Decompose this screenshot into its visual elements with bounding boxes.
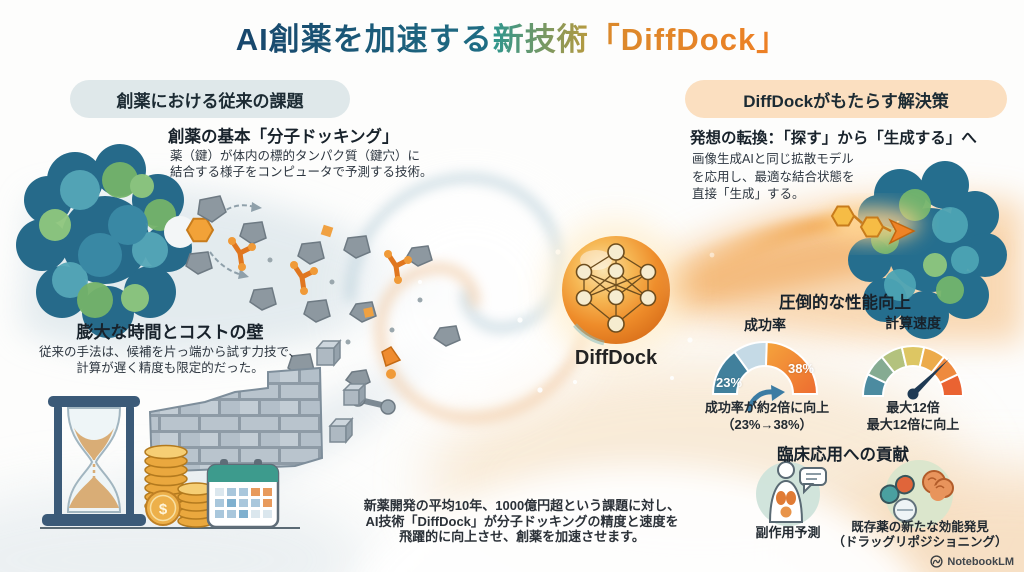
paradigm-body-line3: 直接「生成」する。 [692,187,805,201]
paradigm-heading: 発想の転換：「探す」から「生成する」へ [690,130,977,147]
cost-heading: 膨大な時間とコストの壁 [76,323,264,342]
success-before-value: 23% [715,375,743,390]
clinical-item2-line1: 既存薬の新たな効能発見 [851,520,989,534]
notebooklm-logo-icon [930,555,943,568]
flying-cubes [315,338,367,445]
coins-icon: $ [144,444,215,528]
clinical-item1-label: 副作用予測 [755,525,821,540]
success-caption-line1: 成功率が約2倍に向上 [704,400,830,415]
clinical-item2-label: 既存薬の新たな効能発見 （ドラッグリポジショニング） [815,520,1024,550]
docking-body-line1: 薬（鍵）が体内の標的タンパク質（鍵穴）に [170,149,421,163]
brick-wall-icon [148,338,367,474]
protein-right-icon [848,161,1007,339]
clinical-heading: 臨床応用への貢献 [777,446,909,464]
cost-body-line1: 従来の手法は、候補を片っ端から試す力技で、 [38,345,301,359]
success-rate-gauge [711,340,819,412]
paradigm-body-line1: 画像生成AIと同じ拡散モデル [692,152,854,166]
docking-body-line2: 結合する様子をコンピュータで予測する技術。 [170,165,433,179]
cost-body: 従来の手法は、候補を片っ端から試す力技で、 計算が遅く精度も限定的だった。 [15,344,325,376]
summary-text: 新薬開発の平均10年、1000億円超という課題に対し、 AI技術「DiffDoc… [330,498,714,545]
summary-line3: 飛躍的に向上させ、創薬を加速させます。 [399,529,645,544]
paradigm-body: 画像生成AIと同じ拡散モデル を応用し、最適な結合状態を 直接「生成」する。 [692,151,855,204]
drug-repositioning-icon [879,460,954,528]
protein-left-icon [16,144,196,338]
speed-gauge-label: 計算速度 [885,315,941,331]
molecule-fragments [185,195,461,415]
success-after-value: 38% [787,361,815,376]
success-gauge-label: 成功率 [744,317,786,333]
paradigm-body-line2: を応用し、最適な結合状態を [692,169,855,184]
brand-name: NotebookLM [947,555,1014,568]
calendar-icon [206,459,280,529]
success-caption-line2: （23%→38%） [721,417,813,432]
speed-caption-line2: 最大12倍に向上 [866,417,960,432]
svg-text:$: $ [159,501,168,518]
docking-molecule-icon [662,205,920,302]
page-title: AI創薬を加速する新技術「DiffDock」 [0,14,1024,59]
side-effect-icon [756,461,827,526]
title-part1: AI創薬を加速する [235,22,493,57]
title-part3: 「DiffDock」 [588,22,789,57]
speed-gauge [861,345,965,400]
speed-caption-line1: 最大12倍 [886,400,940,415]
vortex-spiral [345,173,715,423]
cost-body-line2: 計算が遅く精度も限定的だった。 [76,361,264,375]
summary-line2: AI技術「DiffDock」が分子ドッキングの精度と速度を [365,513,679,529]
brain-icon [922,470,954,501]
performance-heading: 圧倒的な性能向上 [779,294,911,312]
docking-body: 薬（鍵）が体内の標的タンパク質（鍵穴）に 結合する様子をコンピュータで予測する技… [170,148,433,180]
clinical-item2-line2: （ドラッグリポジショニング） [832,535,1008,549]
hourglass-icon [40,396,300,529]
drug-hexagon-icon [185,202,262,279]
sphere-label: DiffDock [574,347,658,369]
brand-footer: NotebookLM [930,555,1014,568]
right-section-badge: DiffDockがもたらす解決策 [685,80,1007,118]
docking-heading: 創薬の基本「分子ドッキング」 [168,128,399,146]
summary-line1: 新薬開発の平均10年、1000億円超という課題に対し、 [363,498,681,513]
neural-sphere-icon [546,220,686,360]
title-part2: 新技術 [492,22,589,57]
left-section-badge: 創薬における従来の課題 [70,80,350,118]
